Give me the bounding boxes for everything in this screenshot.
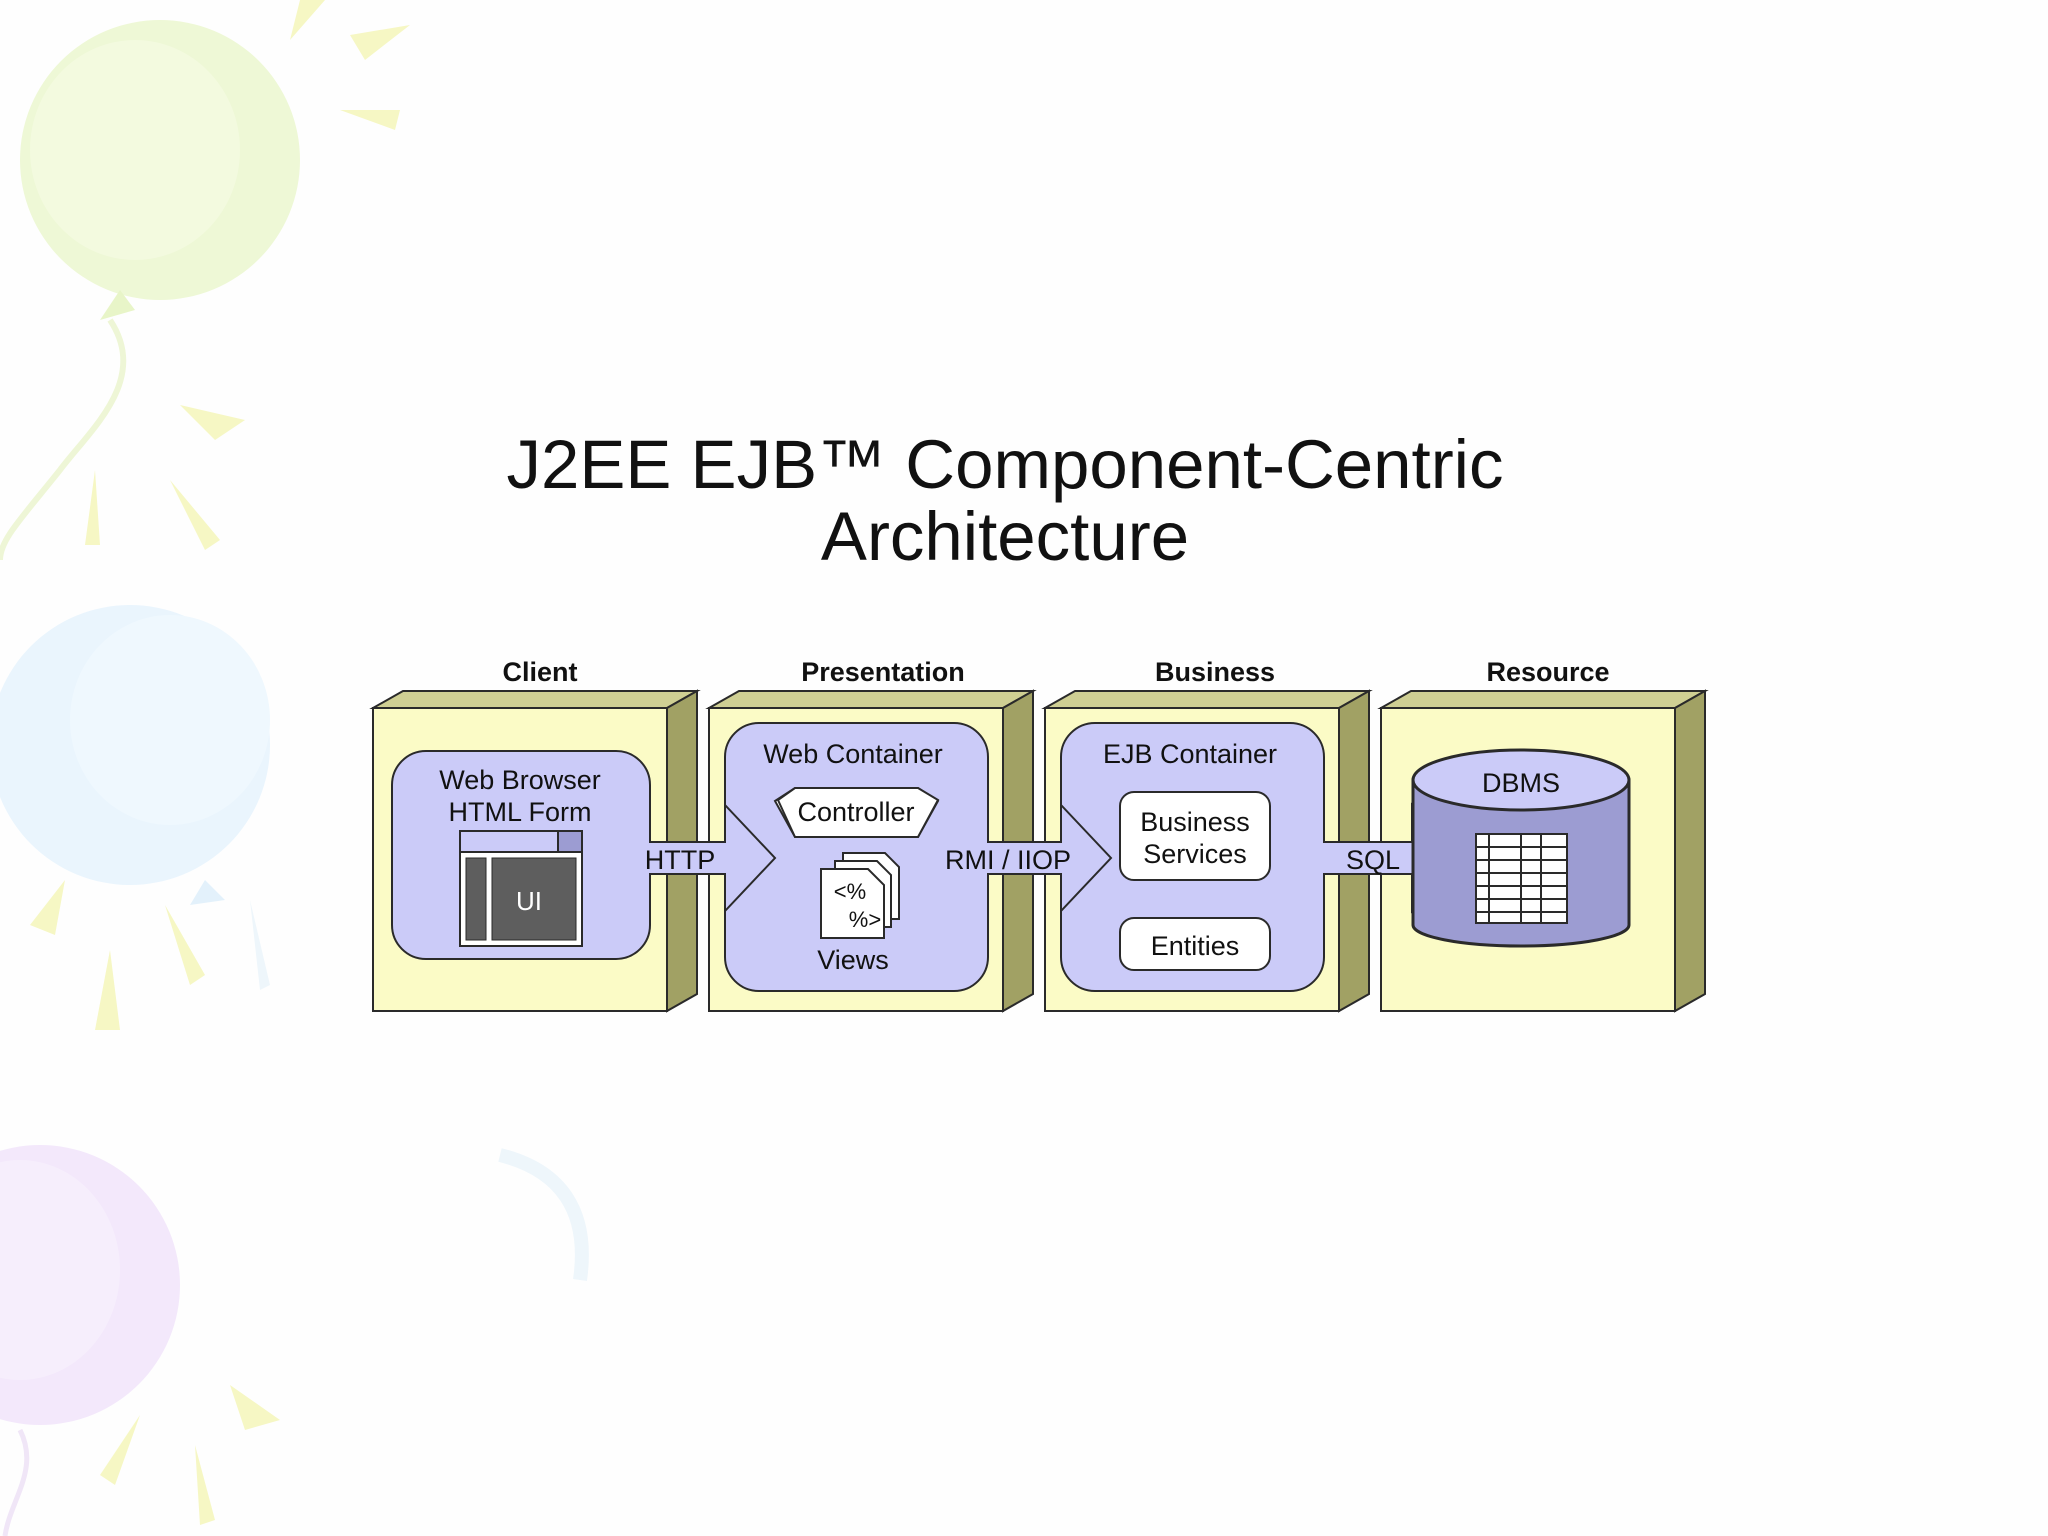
controller-label: Controller [797, 797, 914, 827]
page-tag-close: %> [849, 907, 881, 932]
blue-balloon-icon [0, 605, 270, 1030]
tier-label-resource: Resource [1486, 657, 1609, 687]
dbms-label: DBMS [1482, 768, 1560, 798]
tier-label-client: Client [502, 657, 577, 687]
page-tag-open: <% [834, 879, 866, 904]
slide-title-line-2: Architecture [820, 498, 1190, 575]
rmi-iiop-arrow [987, 802, 1113, 914]
entities-label: Entities [1151, 931, 1240, 961]
rmi-iiop-label: RMI / IIOP [945, 845, 1071, 875]
ui-label: UI [516, 886, 542, 916]
purple-balloon-icon [0, 1145, 280, 1536]
views-pages-icon [820, 852, 900, 939]
faint-arc [498, 1148, 589, 1281]
business-services-line1: Business [1140, 807, 1250, 837]
tier-label-presentation: Presentation [801, 657, 965, 687]
html-form-label-text: HTML Form [449, 797, 592, 827]
http-arrow [649, 802, 777, 914]
http-label: HTTP [645, 845, 716, 875]
ui-window-icon [459, 830, 583, 947]
business-services-line2: Services [1143, 839, 1247, 869]
green-balloon-icon [0, 0, 410, 561]
ejb-container-label: EJB Container [1103, 739, 1277, 769]
web-container-label: Web Container [763, 739, 943, 769]
table-grid-icon [1475, 833, 1568, 924]
entities-box [1119, 917, 1271, 971]
slide-title-line-1: J2EE EJB™ Component-Centric [506, 426, 1504, 503]
tier-label-business: Business [1155, 657, 1275, 687]
sql-label: SQL [1346, 845, 1400, 875]
views-label: Views [817, 945, 889, 975]
business-services-box [1119, 791, 1271, 881]
web-browser-label: Web Browser [439, 765, 601, 795]
